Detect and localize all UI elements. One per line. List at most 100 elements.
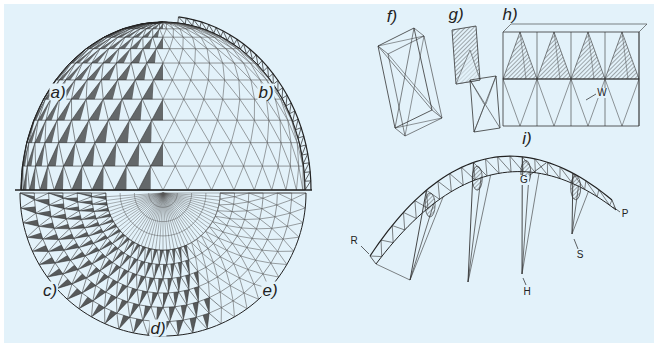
structure-line bbox=[233, 293, 244, 301]
structure-line bbox=[290, 213, 303, 223]
structure-line bbox=[234, 63, 243, 64]
panel-ground bbox=[4, 4, 654, 343]
structure-line bbox=[183, 317, 196, 320]
structure-line bbox=[142, 99, 163, 100]
structure-line bbox=[223, 99, 240, 100]
structure-line bbox=[64, 209, 79, 211]
structure-line bbox=[209, 25, 214, 34]
panel-shape bbox=[71, 80, 87, 99]
structure-line bbox=[22, 166, 23, 190]
panel-shape bbox=[159, 250, 163, 264]
structure-line bbox=[104, 143, 117, 166]
structure-line bbox=[139, 305, 151, 307]
structure-line bbox=[292, 193, 306, 194]
structure-line bbox=[245, 220, 257, 229]
structure-line bbox=[139, 305, 143, 320]
structure-line bbox=[87, 63, 103, 80]
panel-shape bbox=[503, 32, 639, 126]
structure-line bbox=[49, 193, 63, 194]
structure-line bbox=[269, 120, 280, 121]
structure-line bbox=[181, 275, 190, 277]
panel-shape bbox=[143, 29, 153, 37]
structure-line bbox=[163, 29, 166, 37]
structure-line bbox=[199, 286, 210, 297]
structure-line bbox=[38, 120, 46, 121]
structure-line bbox=[175, 166, 199, 167]
structure-line bbox=[202, 253, 213, 262]
structure-line bbox=[147, 63, 154, 80]
structure-line bbox=[378, 46, 388, 54]
structure-line bbox=[240, 270, 248, 278]
structure-line bbox=[204, 80, 208, 99]
structure-line bbox=[101, 63, 116, 80]
structure-line bbox=[107, 238, 112, 244]
structure-line bbox=[120, 231, 124, 235]
structure-line bbox=[140, 245, 146, 247]
structure-line bbox=[71, 99, 86, 100]
structure-line bbox=[381, 240, 383, 256]
leader-lines bbox=[361, 94, 620, 285]
structure-line bbox=[137, 260, 144, 262]
panel-shape bbox=[147, 278, 154, 292]
structure-line bbox=[82, 166, 103, 167]
structure-line bbox=[255, 63, 270, 80]
structure-line bbox=[92, 250, 99, 263]
structure-line bbox=[158, 293, 163, 307]
structure-line bbox=[152, 120, 163, 142]
structure-line bbox=[183, 305, 187, 320]
structure-line bbox=[232, 204, 234, 211]
structure-line bbox=[395, 128, 405, 136]
structure-line bbox=[395, 118, 442, 128]
structure-line bbox=[238, 80, 240, 99]
structure-line bbox=[175, 307, 183, 320]
structure-line bbox=[57, 284, 72, 289]
structure-line bbox=[240, 99, 255, 120]
structure-line bbox=[103, 63, 116, 64]
structure-line bbox=[49, 198, 63, 205]
structure-line bbox=[113, 262, 121, 267]
structure-line bbox=[163, 24, 166, 29]
structure-line bbox=[260, 217, 275, 219]
structure-line bbox=[72, 270, 78, 284]
structure-line bbox=[206, 262, 214, 267]
panel-shape bbox=[67, 289, 82, 300]
structure-line bbox=[221, 308, 234, 317]
structure-line bbox=[196, 313, 209, 317]
structure-line bbox=[175, 166, 187, 190]
structure-line bbox=[218, 99, 223, 120]
structure-line bbox=[291, 193, 292, 200]
structure-line bbox=[74, 228, 85, 239]
panel-shape bbox=[138, 166, 150, 190]
structure-line bbox=[234, 204, 247, 211]
structure-line bbox=[286, 95, 287, 106]
structure-line bbox=[142, 80, 153, 99]
structure-line bbox=[107, 231, 120, 238]
structure-line bbox=[245, 211, 247, 220]
arch-truss bbox=[370, 156, 616, 282]
panel-shape bbox=[128, 258, 137, 271]
structure-line bbox=[223, 63, 234, 64]
structure-line bbox=[63, 198, 64, 208]
structure-line bbox=[34, 193, 35, 200]
structure-line bbox=[82, 63, 91, 64]
panel-shape bbox=[122, 80, 135, 99]
structure-line bbox=[45, 143, 48, 166]
panel-shape bbox=[75, 120, 88, 142]
structure-line bbox=[152, 120, 175, 121]
structure-line bbox=[498, 157, 499, 173]
panel-shape bbox=[64, 206, 79, 210]
structure-line bbox=[170, 37, 174, 48]
structure-line bbox=[34, 120, 38, 121]
structure-line bbox=[180, 29, 193, 37]
structure-line bbox=[154, 80, 163, 99]
structure-line bbox=[280, 120, 282, 142]
structure-line bbox=[392, 226, 404, 230]
structure-line bbox=[163, 63, 172, 80]
structure-line bbox=[70, 227, 85, 229]
structure-line bbox=[201, 236, 208, 249]
panel-shape bbox=[139, 291, 147, 305]
structure-line bbox=[72, 120, 89, 121]
structure-line bbox=[78, 264, 92, 270]
structure-line bbox=[77, 193, 91, 197]
panel-shape bbox=[51, 214, 66, 219]
